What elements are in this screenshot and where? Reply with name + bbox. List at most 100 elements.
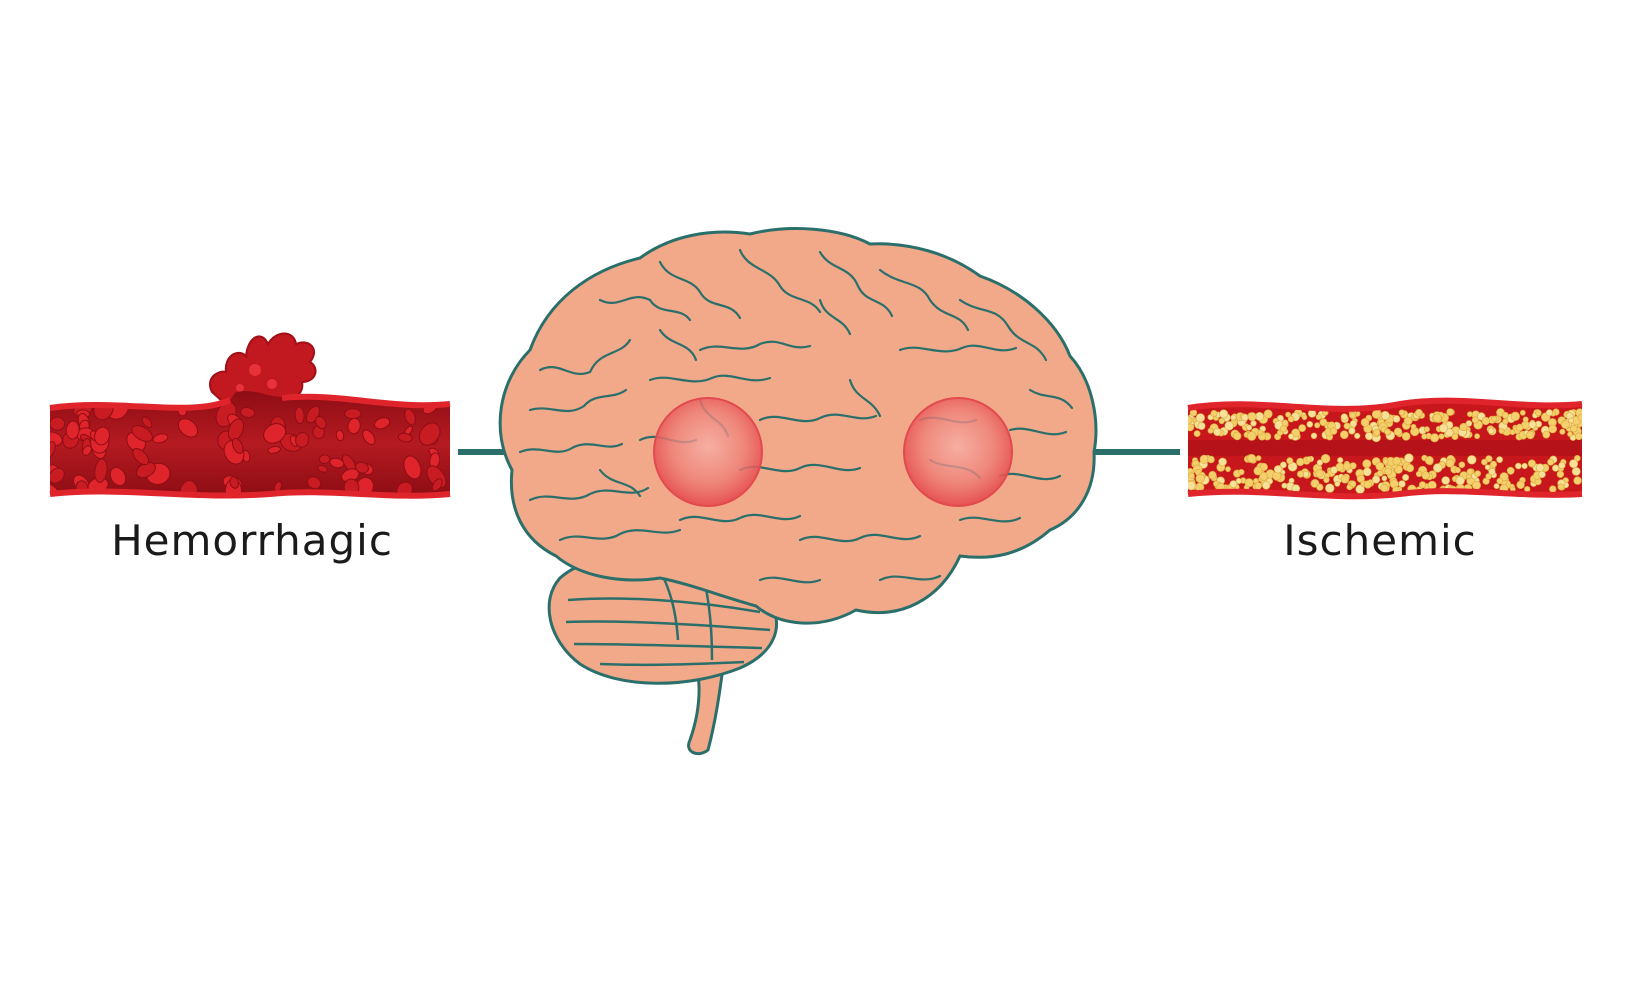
plaque-particle bbox=[1515, 462, 1522, 470]
plaque-particle bbox=[1571, 466, 1581, 476]
plaque-particle bbox=[1314, 422, 1321, 429]
plaque-particle bbox=[1329, 427, 1338, 435]
plaque-particle bbox=[1261, 481, 1271, 490]
plaque-particle bbox=[1316, 483, 1324, 491]
plaque-particle bbox=[1250, 420, 1257, 427]
plaque-particle bbox=[1279, 425, 1288, 433]
blood-cell bbox=[177, 418, 199, 438]
blood-cell bbox=[65, 420, 80, 440]
ruptured-vessel-icon bbox=[49, 332, 451, 499]
blood-cell bbox=[50, 467, 65, 484]
plaque-particle bbox=[1310, 432, 1318, 439]
plaque-particle bbox=[1210, 409, 1218, 417]
plaque-particle bbox=[1557, 483, 1565, 491]
plaque-particle bbox=[1427, 480, 1437, 490]
lesion-icon bbox=[653, 397, 1013, 507]
ischemic-label: Ischemic bbox=[1283, 516, 1477, 565]
plaque-particle bbox=[1325, 483, 1335, 493]
plaque-particle bbox=[1466, 468, 1474, 476]
plaque-particle bbox=[1548, 424, 1557, 434]
blood-cell bbox=[307, 476, 322, 490]
blood-cell bbox=[431, 478, 443, 492]
plaque-particle bbox=[1376, 469, 1384, 477]
plaque-particle bbox=[1197, 421, 1206, 430]
blood-cell bbox=[231, 437, 244, 454]
plaque-particle bbox=[1349, 420, 1357, 428]
blood-cells bbox=[50, 397, 447, 496]
plaque-particle bbox=[1255, 411, 1264, 421]
plaque-particle bbox=[1403, 416, 1413, 426]
plaque-particle bbox=[1363, 480, 1372, 489]
plaque-particle bbox=[1207, 427, 1214, 434]
plaque-particle bbox=[1253, 466, 1263, 476]
plaque-particle bbox=[1340, 474, 1350, 484]
plaque-particle bbox=[1524, 486, 1531, 493]
plaque-particle bbox=[1467, 455, 1477, 465]
plaque-particle bbox=[1218, 457, 1227, 467]
plaque-particle bbox=[1246, 431, 1257, 441]
plaque-particle bbox=[1257, 429, 1264, 436]
plaque-particle bbox=[1273, 465, 1283, 474]
plaque-particle bbox=[1195, 473, 1205, 484]
plaque-particle bbox=[1445, 458, 1455, 468]
plaque-particle bbox=[1241, 413, 1249, 422]
plaque-particle bbox=[1337, 457, 1344, 464]
plaque-particle bbox=[1340, 413, 1348, 421]
plaque-particle bbox=[1538, 470, 1546, 479]
plaque-particle bbox=[1188, 416, 1193, 425]
plaque-particle bbox=[1315, 413, 1322, 420]
blood-cell bbox=[131, 425, 153, 442]
plaque-particle bbox=[1288, 433, 1295, 440]
plaque-particle bbox=[1371, 475, 1381, 484]
plaque-particle bbox=[1305, 456, 1312, 463]
plaque-particle bbox=[1319, 418, 1328, 427]
blood-cell bbox=[294, 406, 305, 425]
plaque-particle bbox=[1398, 480, 1406, 488]
plaque-particle bbox=[1382, 458, 1389, 465]
plaque-particle bbox=[1296, 470, 1305, 478]
blood-cell bbox=[50, 416, 66, 431]
plaque-particle bbox=[1438, 433, 1445, 440]
blood-cell bbox=[94, 426, 110, 446]
plaque-particle bbox=[1459, 422, 1468, 431]
plaque-particle bbox=[1458, 461, 1466, 469]
plaque-particle bbox=[1296, 457, 1305, 467]
plaque-particle bbox=[1195, 413, 1205, 423]
blood-cell bbox=[314, 415, 327, 430]
plaque-particle bbox=[1287, 415, 1295, 423]
blood-cell bbox=[295, 432, 310, 448]
plaque-particle bbox=[1330, 466, 1338, 474]
plaque-particle bbox=[1343, 422, 1351, 430]
plaque-particle bbox=[1430, 433, 1440, 443]
plaque-particle bbox=[1575, 432, 1582, 441]
blocked-vessel-icon bbox=[1187, 397, 1583, 500]
plaque-particle bbox=[1285, 411, 1291, 418]
blood-cell bbox=[344, 408, 362, 420]
plaque-particle bbox=[1301, 414, 1308, 421]
plaque-particle bbox=[1501, 411, 1509, 419]
hemorrhagic-label: Hemorrhagic bbox=[111, 516, 393, 565]
plaque-particle bbox=[1522, 416, 1529, 423]
plaque-particle bbox=[1491, 415, 1498, 422]
plaque-particle bbox=[1229, 480, 1238, 488]
plaque-particle bbox=[1280, 461, 1287, 469]
plaque-particle bbox=[1490, 460, 1498, 468]
plaque-particle bbox=[1561, 420, 1570, 429]
blood-cell bbox=[403, 455, 422, 480]
blood-cell bbox=[418, 422, 441, 446]
plaque-particle bbox=[1521, 462, 1528, 470]
plaque-particle bbox=[1401, 431, 1411, 441]
plaque-particle bbox=[1349, 411, 1356, 419]
plaque-particle bbox=[1487, 427, 1495, 435]
plaque-particle bbox=[1451, 433, 1459, 440]
plaque-particle bbox=[1528, 420, 1537, 429]
blood-cell bbox=[404, 408, 416, 426]
plaque-particle bbox=[1362, 459, 1372, 469]
plaque-particle bbox=[1213, 427, 1222, 437]
blood-cell bbox=[317, 464, 328, 473]
plaque-particle bbox=[1410, 423, 1417, 430]
plaque-particle bbox=[1481, 416, 1490, 426]
blood-cell bbox=[397, 432, 413, 443]
plaque-particle bbox=[1467, 411, 1473, 418]
